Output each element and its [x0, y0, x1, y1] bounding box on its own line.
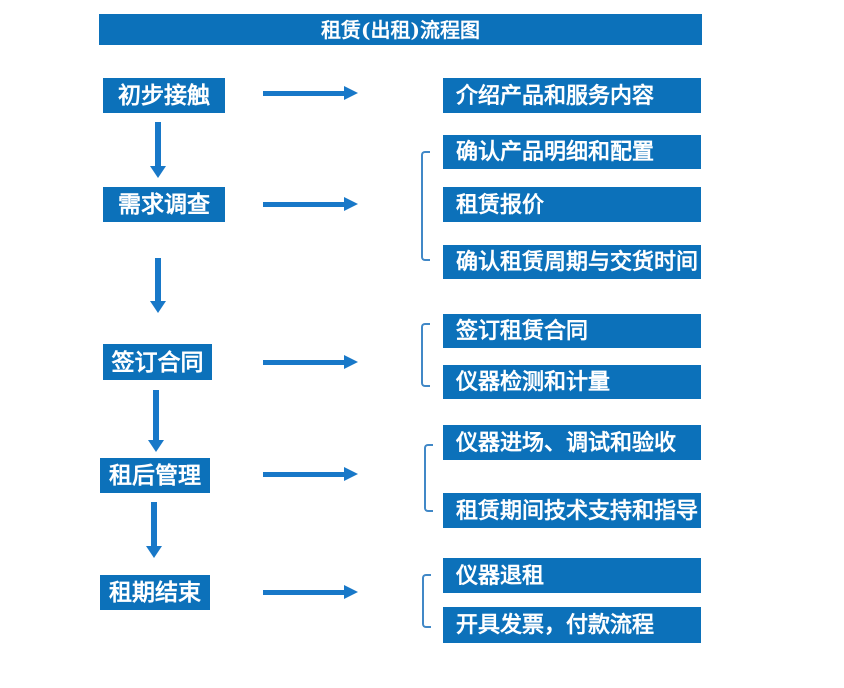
detail-box-instrument-testing: 仪器检测和计量: [443, 365, 701, 399]
arrow-down-icon: [150, 122, 166, 178]
arrow-head: [344, 86, 358, 100]
arrow-shaft: [263, 360, 344, 365]
detail-box-instrument-entry: 仪器进场、调试和验收: [443, 425, 701, 460]
arrow-right-icon: [263, 467, 358, 482]
detail-box-sign-rental-contract: 签订租赁合同: [443, 314, 701, 348]
arrow-head: [344, 467, 358, 481]
bracket-icon: [422, 574, 431, 628]
detail-box-invoice-payment: 开具发票，付款流程: [443, 607, 701, 643]
arrow-down-icon: [146, 502, 162, 558]
arrow-head: [344, 197, 358, 211]
arrow-head: [150, 301, 166, 313]
arrow-shaft: [155, 258, 161, 301]
arrow-head: [344, 585, 358, 599]
arrow-right-icon: [263, 355, 358, 370]
arrow-right-icon: [263, 86, 358, 101]
arrow-right-icon: [263, 197, 358, 212]
arrow-shaft: [151, 502, 157, 546]
arrow-head: [146, 546, 162, 558]
detail-box-confirm-rental-period: 确认租赁周期与交货时间: [443, 245, 701, 279]
arrow-shaft: [155, 122, 161, 166]
arrow-shaft: [263, 91, 344, 96]
step-box-post-rental-management: 租后管理: [100, 458, 210, 493]
step-box-rental-end: 租期结束: [100, 575, 210, 610]
detail-box-introduce-products: 介绍产品和服务内容: [443, 78, 701, 113]
detail-box-confirm-product-details: 确认产品明细和配置: [443, 135, 701, 169]
bracket-icon: [424, 444, 433, 512]
arrow-head: [148, 440, 164, 452]
arrow-head: [344, 355, 358, 369]
arrow-shaft: [153, 390, 159, 440]
arrow-down-icon: [150, 258, 166, 313]
detail-box-instrument-return: 仪器退租: [443, 558, 701, 593]
flowchart-title: 租赁(出租)流程图: [99, 14, 702, 45]
bracket-icon: [421, 323, 430, 387]
arrow-shaft: [263, 590, 344, 595]
step-box-demand-survey: 需求调查: [103, 187, 225, 222]
step-box-sign-contract: 签订合同: [103, 344, 212, 380]
arrow-shaft: [263, 202, 344, 207]
step-box-initial-contact: 初步接触: [103, 78, 225, 113]
arrow-down-icon: [148, 390, 164, 452]
detail-box-rental-quote: 租赁报价: [443, 187, 701, 222]
arrow-right-icon: [263, 585, 358, 600]
bracket-icon: [421, 151, 430, 261]
arrow-head: [150, 166, 166, 178]
detail-box-technical-support: 租赁期间技术支持和指导: [443, 493, 701, 528]
arrow-shaft: [263, 472, 344, 477]
